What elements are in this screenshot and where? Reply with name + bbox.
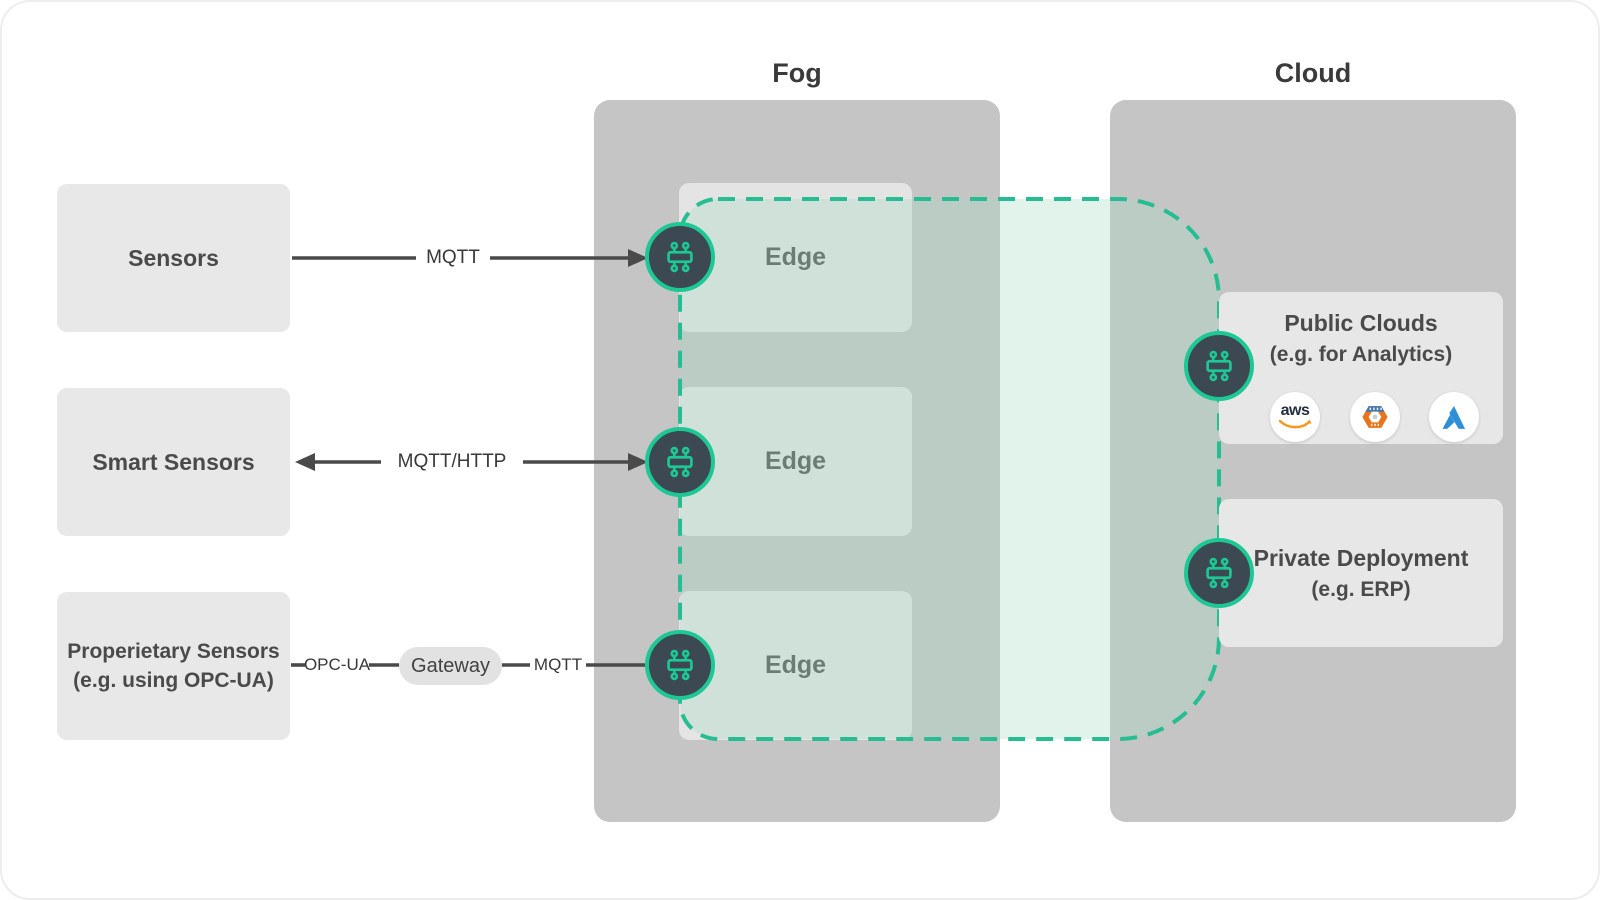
proprietary-sensors-box: Properietary Sensors (e.g. using OPC-UA) <box>57 592 290 740</box>
proprietary-sensors-label: Properietary Sensors <box>67 639 280 663</box>
edge-node-icon-1 <box>645 222 715 292</box>
protocol-label-mqtt-1: MQTT <box>426 247 480 268</box>
sensors-label: Sensors <box>128 244 219 271</box>
aws-icon: aws <box>1270 392 1320 442</box>
edge-node-icon-2 <box>645 427 715 497</box>
gateway-pill: Gateway <box>399 647 502 685</box>
smart-sensors-box: Smart Sensors <box>57 388 290 536</box>
edge-node-icon-3 <box>645 630 715 700</box>
cloud-node-icon-private <box>1184 538 1254 608</box>
cloud-column-title: Cloud <box>1274 58 1352 88</box>
aws-smile-icon <box>1278 419 1312 429</box>
aws-wordmark: aws <box>1280 402 1310 419</box>
smart-arrowhead-left <box>295 453 315 471</box>
public-clouds-box: Public Clouds (e.g. for Analytics) aws <box>1219 292 1503 444</box>
cloud-node-icon-public <box>1184 331 1254 401</box>
azure-icon <box>1429 392 1479 442</box>
proprietary-sensors-sublabel: (e.g. using OPC-UA) <box>73 669 274 692</box>
protocol-label-mqtt-http: MQTT/HTTP <box>397 451 507 472</box>
private-deployment-title: Private Deployment <box>1253 544 1469 571</box>
edge-label-1: Edge <box>764 243 827 271</box>
public-clouds-title: Public Clouds <box>1284 310 1438 336</box>
protocol-label-opcua: OPC-UA <box>303 655 371 674</box>
cloud-column-panel <box>1110 100 1516 822</box>
private-deployment-subtitle: (e.g. ERP) <box>1311 577 1411 601</box>
sensors-box: Sensors <box>57 184 290 332</box>
edge-label-3: Edge <box>764 651 827 679</box>
gcp-hexagon-icon <box>1350 392 1400 442</box>
private-deployment-box: Private Deployment (e.g. ERP) <box>1219 499 1503 647</box>
fog-column-title: Fog <box>772 58 822 88</box>
edge-label-2: Edge <box>764 447 827 475</box>
gateway-label: Gateway <box>411 654 490 677</box>
smart-sensors-label: Smart Sensors <box>92 448 255 475</box>
protocol-label-mqtt-2: MQTT <box>533 655 583 674</box>
public-clouds-subtitle: (e.g. for Analytics) <box>1269 343 1453 366</box>
